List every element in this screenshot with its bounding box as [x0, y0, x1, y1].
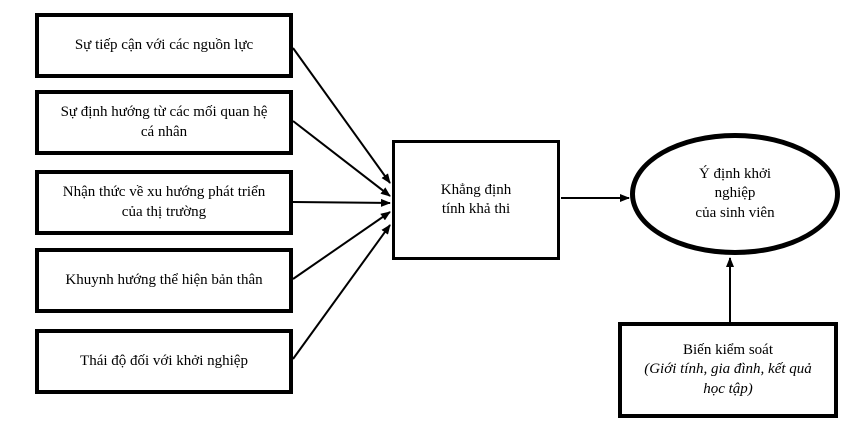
outcome-ellipse-entrepreneurial-intention: Ý định khởi nghiệp của sinh viên: [630, 133, 840, 255]
outcome-label: Ý định khởi nghiệp của sinh viên: [695, 165, 775, 221]
factor-box-attitude-to-entrepreneurship: Thái độ đối với khởi nghiệp: [35, 329, 293, 394]
factor-label: Khuynh hướng thể hiện bản thân: [65, 271, 263, 288]
arrow-factor3-to-mediator: [292, 198, 391, 207]
control-title: Biến kiểm soát: [683, 341, 773, 358]
arrow-factor4-to-mediator: [292, 211, 391, 280]
factor-label: Nhận thức về xu hướng phát triển của thị…: [62, 184, 266, 220]
factor-label: Sự định hướng từ các mối quan hệ cá nhân: [60, 104, 268, 140]
mediator-box-feasibility: Khẳng định tính khả thi: [392, 140, 560, 260]
control-detail: (Giới tính, gia đình, kết quả học tập): [644, 361, 812, 397]
arrow-factor1-to-mediator: [292, 47, 391, 184]
factor-label: Sự tiếp cận với các nguồn lực: [74, 36, 254, 53]
mediator-label: Khẳng định tính khả thi: [440, 181, 512, 218]
arrow-factor5-to-mediator: [292, 224, 391, 360]
factor-box-self-expression: Khuynh hướng thể hiện bản thân: [35, 248, 293, 313]
factor-label: Thái độ đối với khởi nghiệp: [80, 352, 248, 369]
factor-box-market-trend-awareness: Nhận thức về xu hướng phát triển của thị…: [35, 170, 293, 235]
control-variables-box: Biến kiểm soát (Giới tính, gia đình, kết…: [618, 322, 838, 418]
factor-box-resource-access: Sự tiếp cận với các nguồn lực: [35, 13, 293, 78]
factor-box-personal-relationships: Sự định hướng từ các mối quan hệ cá nhân: [35, 90, 293, 155]
arrow-factor2-to-mediator: [292, 120, 391, 197]
